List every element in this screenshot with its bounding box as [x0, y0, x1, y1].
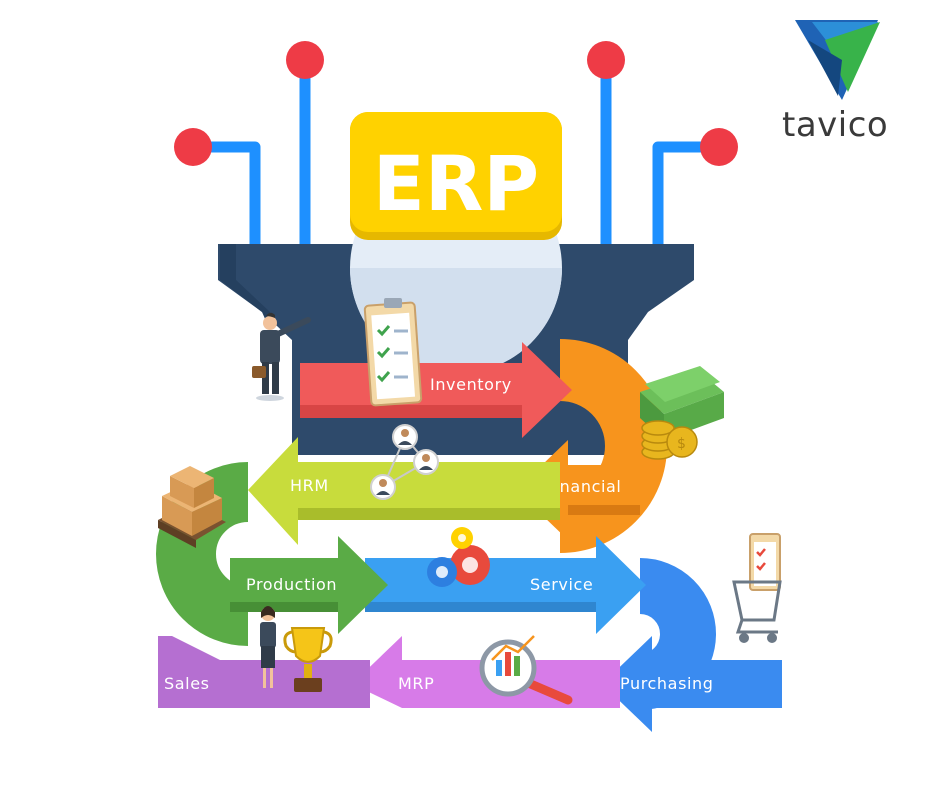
purchasing-arrow: [602, 636, 782, 732]
businesswoman-icon: [260, 606, 276, 688]
boxes-pallet-icon: [158, 466, 226, 548]
module-label-financial: Financial: [546, 477, 621, 496]
people-network-icon: [370, 424, 439, 500]
checklist-clipboard-icon: [363, 298, 423, 407]
svg-text:$: $: [677, 436, 686, 452]
tavico-logo-icon: [795, 20, 880, 100]
service-arrow: [365, 536, 646, 634]
erp-title: ERP: [373, 139, 539, 228]
module-label-service: Service: [530, 575, 593, 594]
module-label-sales: Sales: [164, 674, 210, 693]
gears-icon: [427, 527, 490, 587]
analytics-magnifier-icon: [479, 635, 573, 705]
module-label-purchasing: Purchasing: [620, 674, 714, 693]
money-coins-icon: $: [640, 366, 724, 460]
module-label-production: Production: [246, 575, 337, 594]
module-label-mrp: MRP: [398, 674, 434, 693]
businessman-icon: [252, 312, 311, 401]
brand-name: tavico: [782, 105, 888, 145]
connector-wires: [196, 62, 716, 245]
connector-nodes: [174, 41, 738, 166]
shopping-cart-icon: [732, 533, 782, 643]
trophy-icon: [283, 627, 333, 692]
module-label-inventory: Inventory: [430, 375, 512, 394]
module-label-hrm: HRM: [290, 476, 329, 495]
hrm-arrow: [248, 437, 560, 545]
erp-badge: ERP: [350, 112, 562, 240]
